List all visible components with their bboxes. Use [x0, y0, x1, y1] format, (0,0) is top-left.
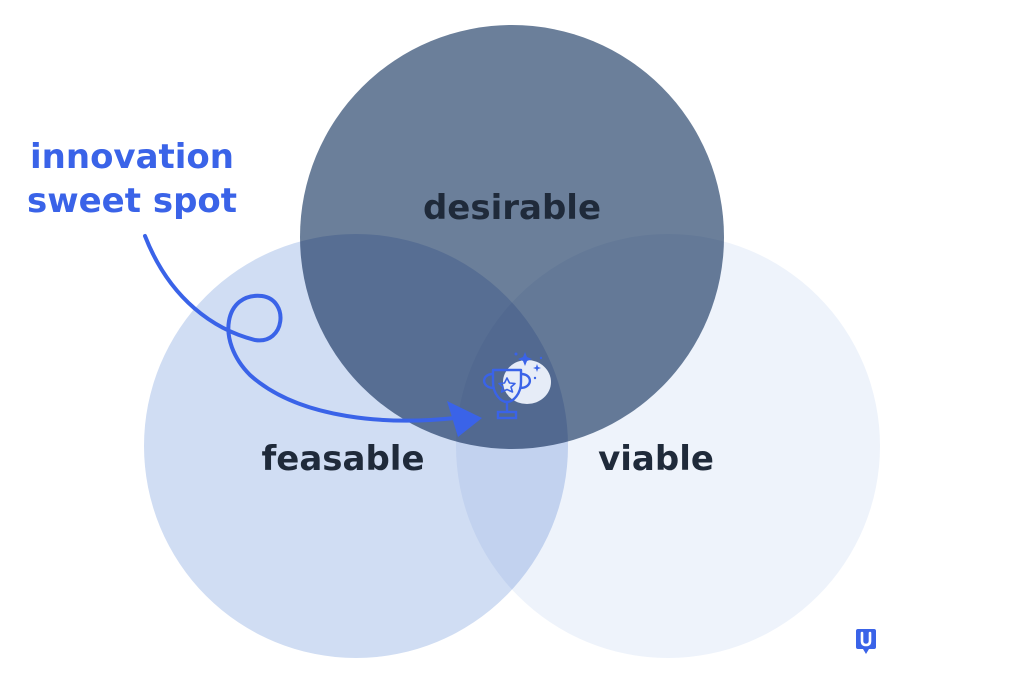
callout-arrow-path — [143, 234, 457, 423]
callout-line2: sweet spot — [27, 181, 237, 221]
u-logo-icon — [856, 629, 876, 654]
label-feasable: feasable — [261, 439, 424, 479]
circle-desirable — [300, 25, 724, 449]
label-viable: viable — [598, 439, 714, 479]
trophy-icon — [482, 352, 551, 420]
callout-line1: innovation — [30, 137, 234, 177]
label-desirable: desirable — [423, 188, 601, 228]
circles-group — [144, 25, 880, 658]
callout-arrowhead-icon — [447, 401, 482, 437]
